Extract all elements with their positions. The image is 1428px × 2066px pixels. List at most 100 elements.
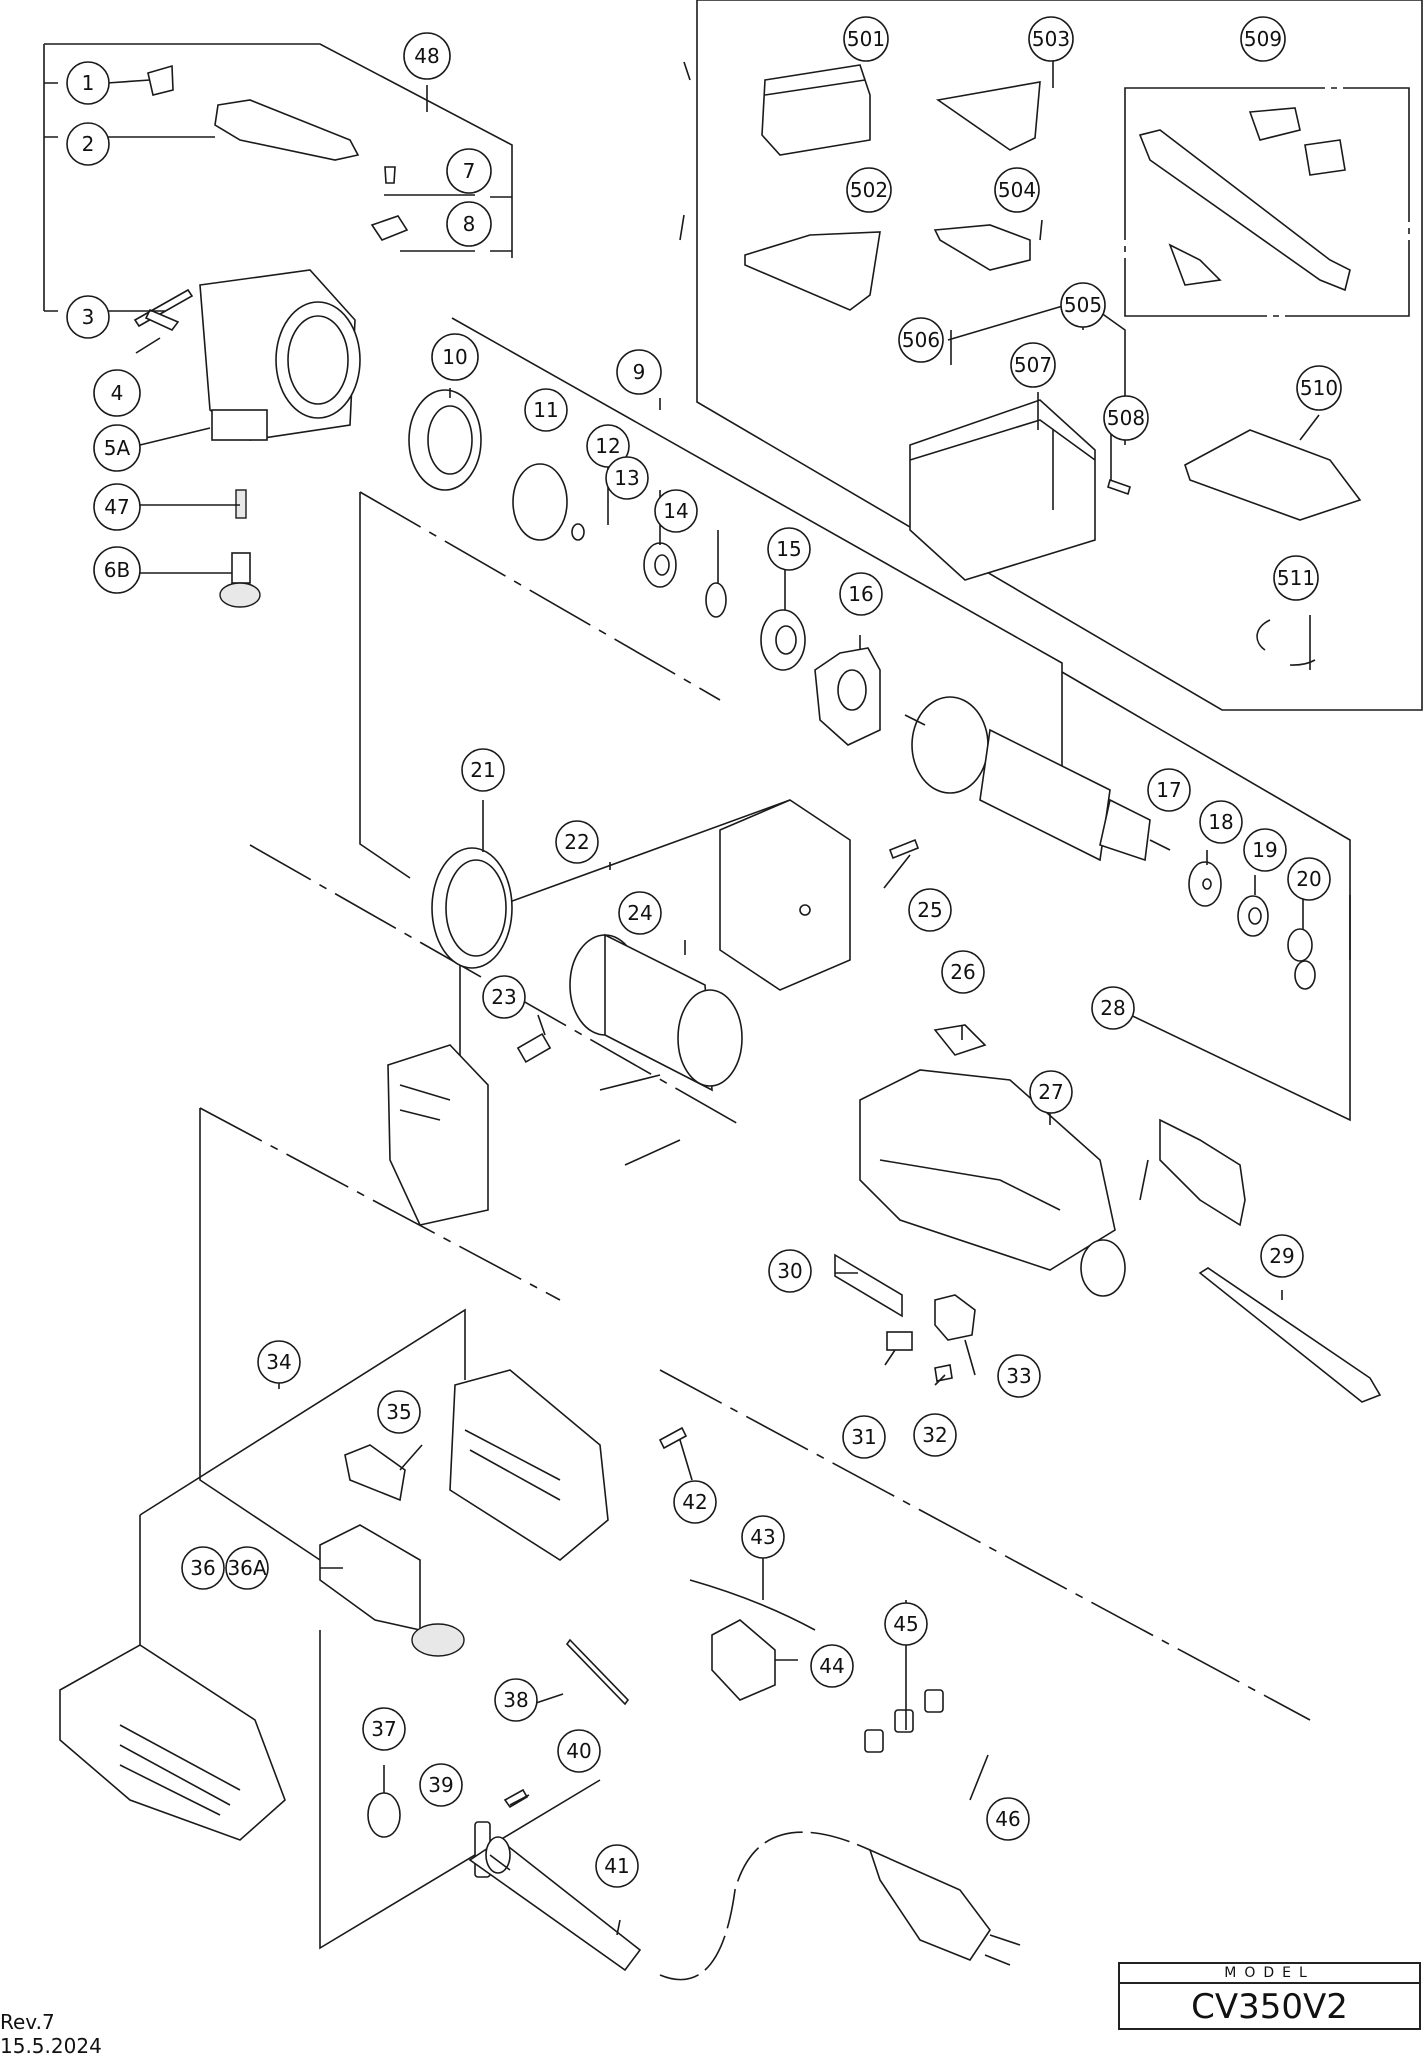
bearing-18-illustration xyxy=(1237,895,1269,937)
balloon-29[interactable]: 29 xyxy=(1260,1234,1304,1278)
balloon-3[interactable]: 3 xyxy=(66,295,110,339)
svg-text:12: 12 xyxy=(595,434,620,458)
svg-text:44: 44 xyxy=(819,1654,844,1678)
balloon-4[interactable]: 4 xyxy=(93,369,141,417)
svg-text:18: 18 xyxy=(1208,810,1233,834)
balloon-18[interactable]: 18 xyxy=(1199,800,1243,844)
connectors-45-illustration xyxy=(864,1689,944,1753)
bearing-15-illustration xyxy=(760,609,806,671)
spacer-23-illustration xyxy=(516,1032,552,1064)
balloon-510[interactable]: 510 xyxy=(1296,365,1342,411)
svg-text:507: 507 xyxy=(1014,353,1052,377)
balloon-47[interactable]: 47 xyxy=(93,483,141,531)
balloon-46[interactable]: 46 xyxy=(986,1797,1030,1841)
label-28-illustration xyxy=(1159,1118,1246,1227)
retaining-ring-12-illustration xyxy=(571,523,585,541)
balloon-42[interactable]: 42 xyxy=(673,1480,717,1524)
svg-text:8: 8 xyxy=(463,212,476,236)
balloon-511[interactable]: 511 xyxy=(1273,555,1319,601)
balloon-41[interactable]: 41 xyxy=(595,1844,639,1888)
balloon-502[interactable]: 502 xyxy=(846,167,892,213)
balloon-25[interactable]: 25 xyxy=(908,888,952,932)
svg-text:502: 502 xyxy=(850,178,888,202)
balloon-5A[interactable]: 5A xyxy=(93,424,141,472)
balloon-7[interactable]: 7 xyxy=(446,148,492,194)
balloon-31[interactable]: 31 xyxy=(842,1415,886,1459)
balloon-505[interactable]: 505 xyxy=(1060,282,1106,328)
balloon-44[interactable]: 44 xyxy=(810,1644,854,1688)
balloon-506[interactable]: 506 xyxy=(898,317,944,363)
accessories-frame xyxy=(696,0,1423,711)
balloon-16[interactable]: 16 xyxy=(839,572,883,616)
systainer-505-illustration xyxy=(909,399,1096,581)
balloon-32[interactable]: 32 xyxy=(913,1413,957,1457)
switch-36-illustration xyxy=(319,1524,465,1657)
balloon-509[interactable]: 509 xyxy=(1240,16,1286,62)
oring-11-illustration xyxy=(512,463,568,541)
revision-date: 15.5.2024 xyxy=(0,2034,102,2058)
svg-text:508: 508 xyxy=(1107,406,1145,430)
svg-text:37: 37 xyxy=(371,1717,396,1741)
balloon-36[interactable]: 36 xyxy=(181,1546,225,1590)
balloon-23[interactable]: 23 xyxy=(482,975,526,1019)
balloon-10[interactable]: 10 xyxy=(431,333,479,381)
balloon-6B[interactable]: 6B xyxy=(93,546,141,594)
balloon-2[interactable]: 2 xyxy=(66,122,110,166)
svg-text:48: 48 xyxy=(414,44,439,68)
svg-text:35: 35 xyxy=(386,1400,411,1424)
svg-text:27: 27 xyxy=(1038,1080,1063,1104)
balloon-508[interactable]: 508 xyxy=(1103,395,1149,441)
kit-509-frame xyxy=(1124,87,1410,317)
balloon-34[interactable]: 34 xyxy=(257,1340,301,1384)
balloon-27[interactable]: 27 xyxy=(1029,1070,1073,1114)
hose-509-illustration xyxy=(1138,107,1351,292)
screw-32-illustration xyxy=(934,1364,953,1382)
balloon-12[interactable]: 12 xyxy=(586,424,630,468)
balloon-38[interactable]: 38 xyxy=(494,1678,538,1722)
balloon-26[interactable]: 26 xyxy=(941,950,985,994)
revision-info: Rev.7 15.5.2024 xyxy=(0,2010,102,2058)
balloon-28[interactable]: 28 xyxy=(1091,986,1135,1030)
balloon-39[interactable]: 39 xyxy=(419,1763,463,1807)
balloon-45[interactable]: 45 xyxy=(884,1602,928,1646)
screw-40-illustration xyxy=(503,1788,529,1809)
svg-text:16: 16 xyxy=(848,582,873,606)
balloon-19[interactable]: 19 xyxy=(1243,828,1287,872)
balloon-1[interactable]: 1 xyxy=(66,61,110,105)
balloon-33[interactable]: 33 xyxy=(997,1354,1041,1398)
balloon-48[interactable]: 48 xyxy=(403,32,451,80)
svg-text:505: 505 xyxy=(1064,293,1102,317)
balloon-15[interactable]: 15 xyxy=(767,527,811,571)
balloon-11[interactable]: 11 xyxy=(524,388,568,432)
housing-cover-22-illustration xyxy=(387,1044,489,1226)
svg-text:17: 17 xyxy=(1156,778,1181,802)
plate-16-illustration xyxy=(814,647,881,746)
balloon-36A[interactable]: 36A xyxy=(225,1546,269,1590)
svg-text:34: 34 xyxy=(266,1350,291,1374)
balloon-22[interactable]: 22 xyxy=(555,820,599,864)
balloon-501[interactable]: 501 xyxy=(843,16,889,62)
balloon-8[interactable]: 8 xyxy=(446,201,492,247)
bracket-48 xyxy=(43,43,513,312)
balloon-21[interactable]: 21 xyxy=(461,748,505,792)
screw-4-illustration xyxy=(144,308,180,331)
balloon-504[interactable]: 504 xyxy=(994,167,1040,213)
balloon-14[interactable]: 14 xyxy=(654,489,698,533)
balloon-20[interactable]: 20 xyxy=(1287,857,1331,901)
balloon-30[interactable]: 30 xyxy=(768,1249,812,1293)
svg-text:36A: 36A xyxy=(227,1556,266,1580)
balloon-24[interactable]: 24 xyxy=(618,891,662,935)
balloon-503[interactable]: 503 xyxy=(1028,16,1074,62)
svg-text:6B: 6B xyxy=(104,558,130,582)
balloon-35[interactable]: 35 xyxy=(377,1390,421,1434)
balloon-9[interactable]: 9 xyxy=(616,349,662,395)
screw-42-illustration xyxy=(658,1426,688,1450)
screw-25-illustration xyxy=(888,838,920,860)
balloon-43[interactable]: 43 xyxy=(741,1515,785,1559)
balloon-40[interactable]: 40 xyxy=(557,1729,601,1773)
balloon-37[interactable]: 37 xyxy=(362,1707,406,1751)
balloon-13[interactable]: 13 xyxy=(605,456,649,500)
balloon-507[interactable]: 507 xyxy=(1010,342,1056,388)
balloon-17[interactable]: 17 xyxy=(1147,768,1191,812)
